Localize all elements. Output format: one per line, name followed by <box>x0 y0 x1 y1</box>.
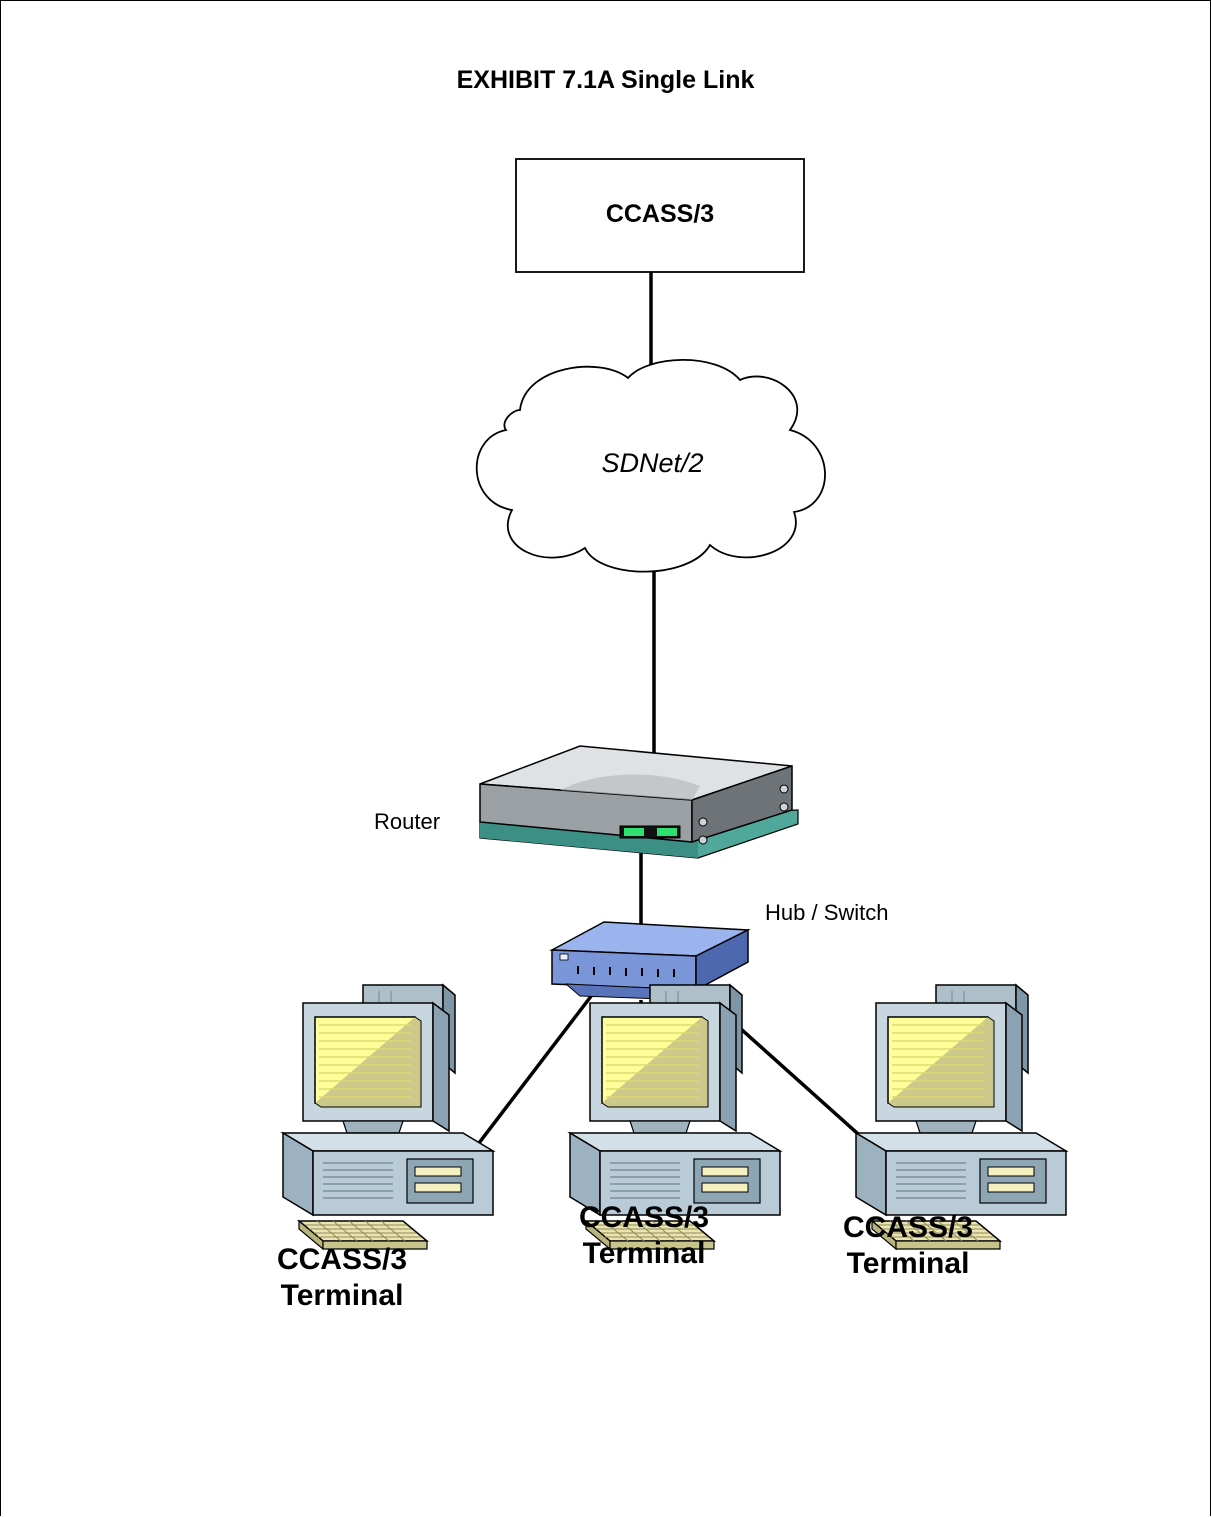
network-cloud <box>475 358 826 573</box>
router-icon <box>479 745 799 859</box>
terminal-label-line2: Terminal <box>846 1247 970 1280</box>
router-label: Router <box>374 809 441 834</box>
network-cloud-label: SDNet/2 <box>601 448 704 478</box>
computer-terminal-icon <box>282 984 494 1250</box>
hub-switch-label: Hub / Switch <box>765 900 889 925</box>
hub-switch-icon <box>549 921 751 1001</box>
server-box-label: CCASS/3 <box>605 200 715 228</box>
terminal-label-line2: Terminal <box>582 1237 706 1270</box>
terminal-label-line2: Terminal <box>280 1279 404 1312</box>
terminal-label-line1: CCASS/3 <box>578 1201 710 1234</box>
server-box <box>515 158 805 273</box>
terminal-label-line1: CCASS/3 <box>842 1211 974 1244</box>
page-title: EXHIBIT 7.1A Single Link <box>456 66 755 94</box>
terminal-label: CCASS/3 Terminal <box>564 1200 724 1272</box>
terminal-label: CCASS/3 Terminal <box>262 1242 422 1314</box>
terminal-label: CCASS/3 Terminal <box>828 1210 988 1282</box>
edge-hub-terminal-1 <box>464 993 594 1162</box>
terminal-label-line1: CCASS/3 <box>276 1243 408 1276</box>
